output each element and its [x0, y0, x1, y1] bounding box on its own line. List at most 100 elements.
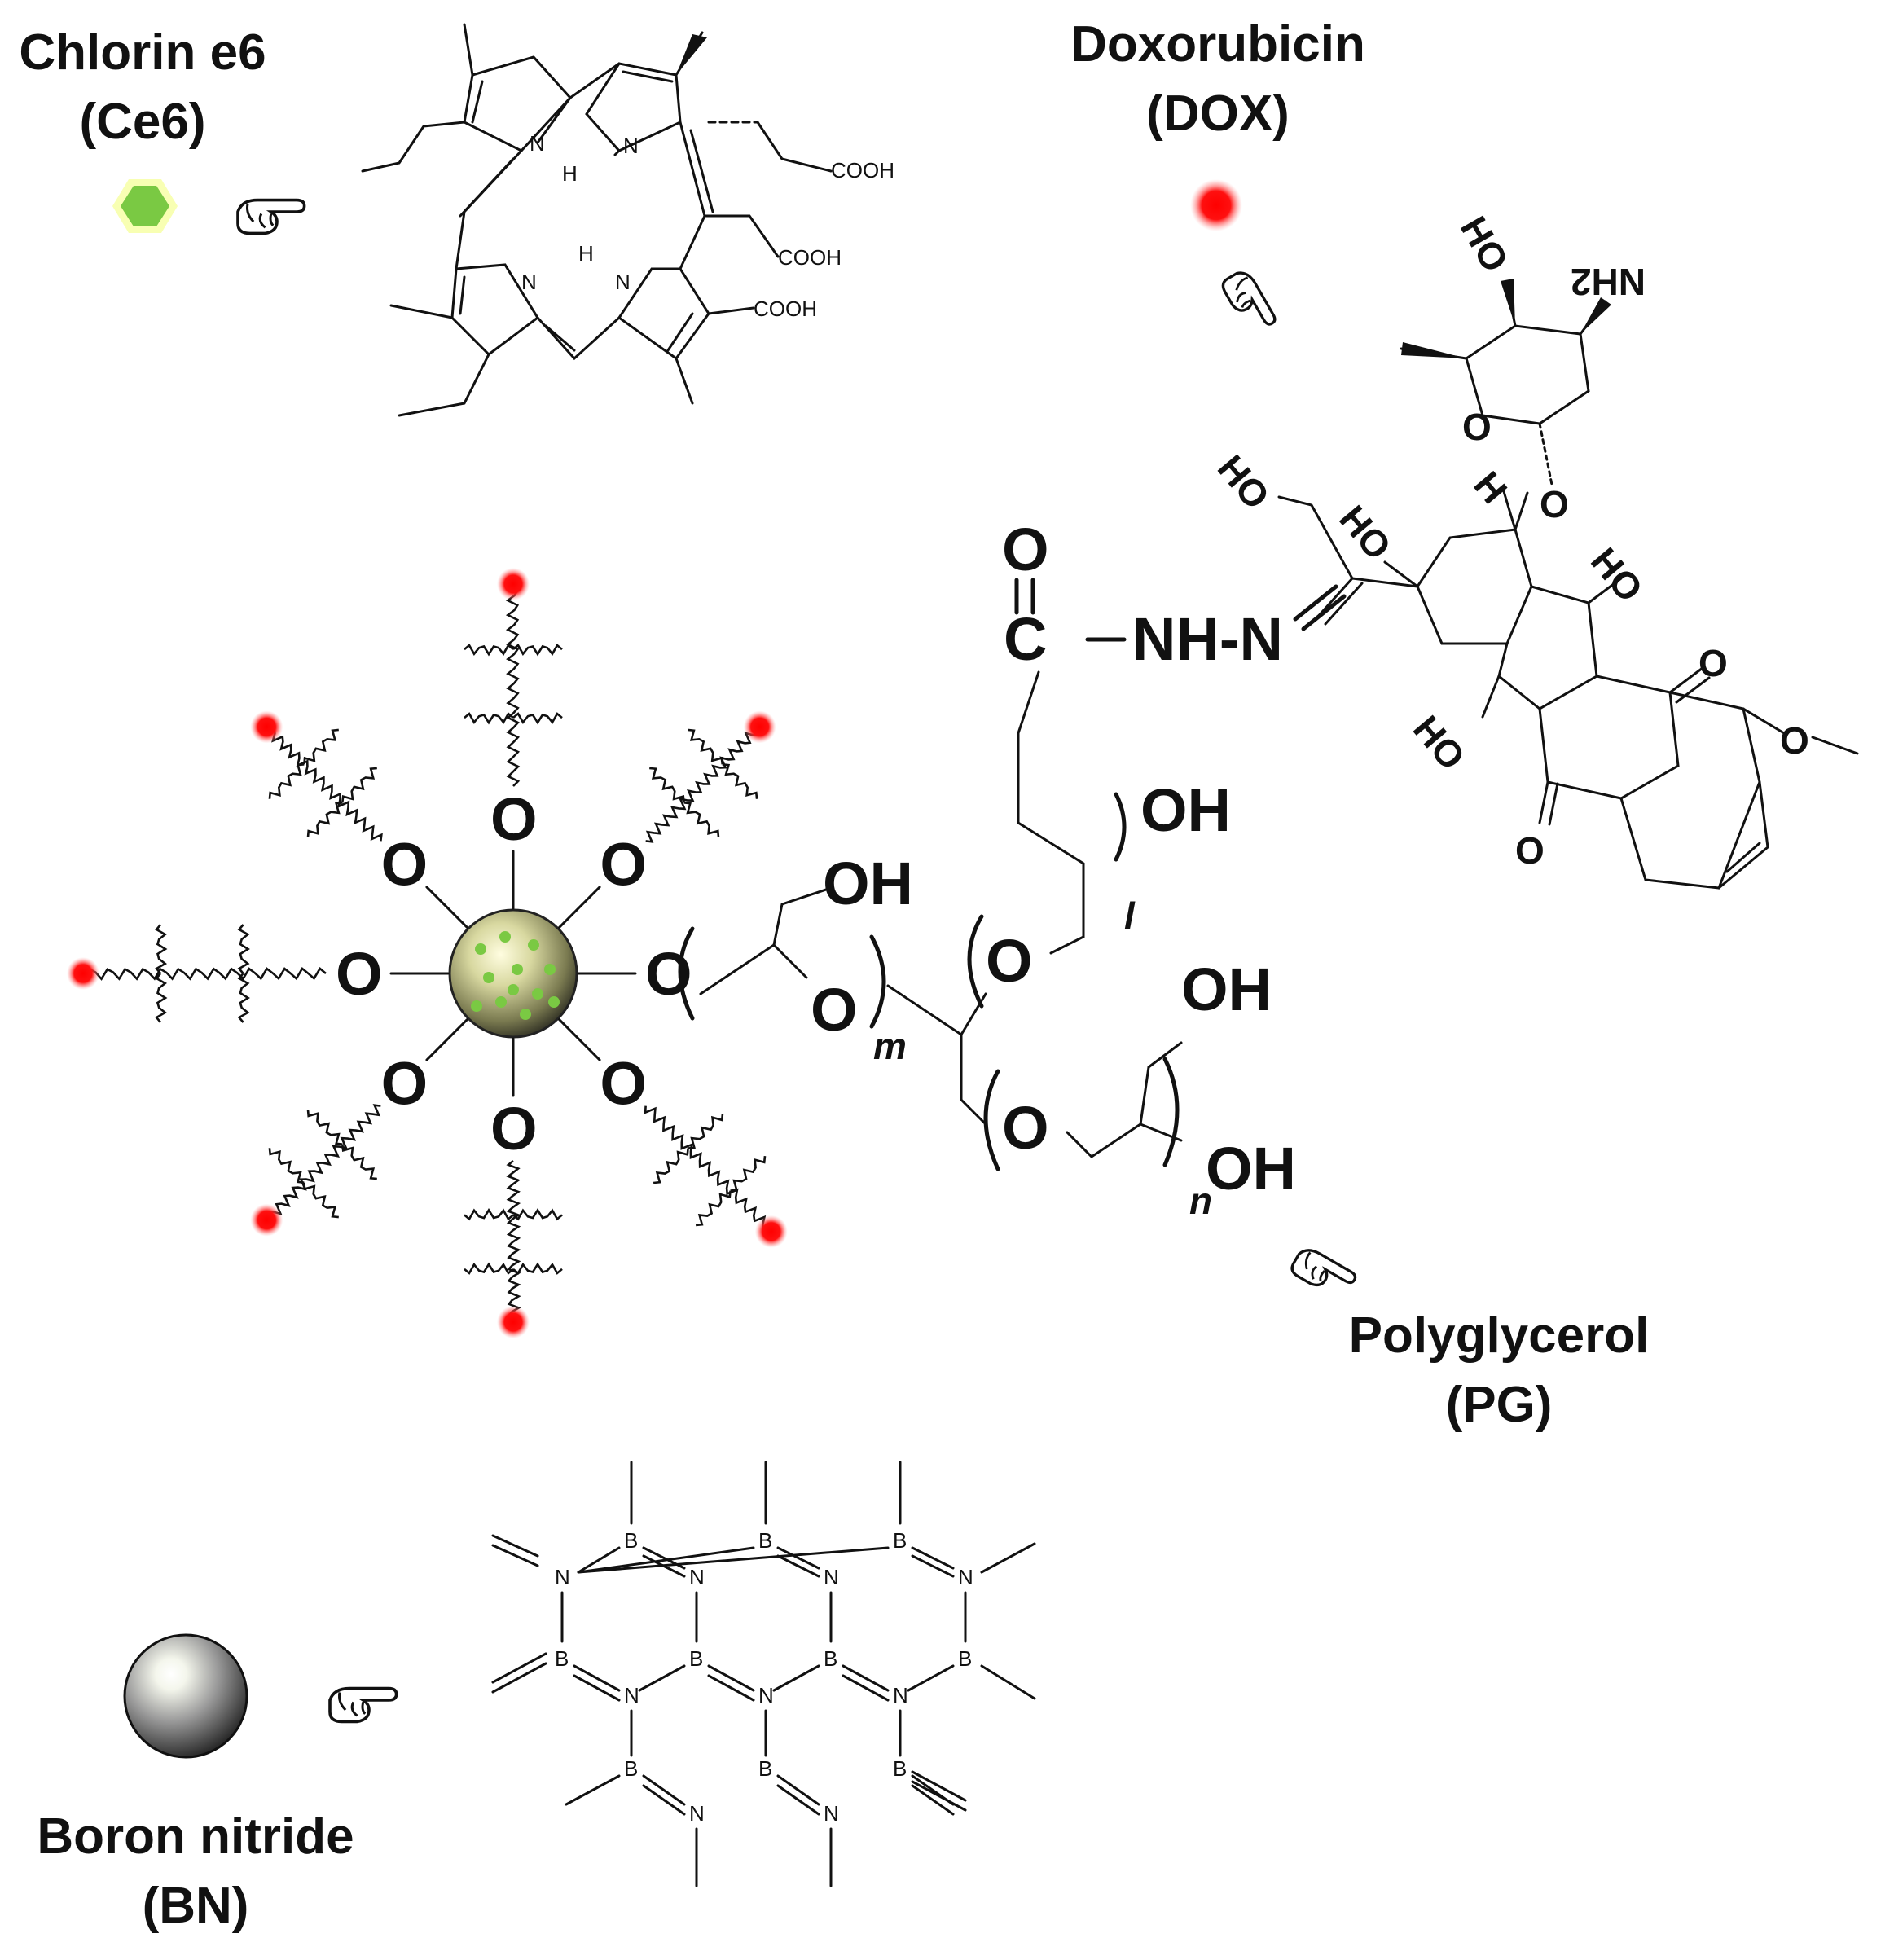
- ce6-dot: [544, 964, 556, 975]
- pointing-hand-icon: [236, 198, 306, 235]
- ce6-n4: N: [615, 270, 631, 294]
- surface-o: O: [381, 831, 428, 899]
- dox-dot: [67, 957, 99, 990]
- ce6-dot: [471, 1000, 482, 1012]
- pg-branch: [237, 924, 250, 974]
- bn-atom-b: B: [758, 1756, 772, 1781]
- sphere-icon: [123, 1633, 248, 1759]
- ce6-loaded-dots: [471, 931, 560, 1020]
- pg-branch: [155, 973, 168, 1023]
- linker-structure: O C NH-N OH l: [1002, 516, 1347, 955]
- bn-bond: [577, 1546, 890, 1574]
- bn-atom-b: B: [555, 1646, 569, 1671]
- bn-bond: [707, 1664, 755, 1692]
- core-bond: [558, 1018, 601, 1061]
- ce6-cooh1: COOH: [831, 158, 894, 182]
- pg-branch: [722, 763, 758, 799]
- pg-branch: [688, 728, 723, 765]
- pg-branch: [649, 767, 685, 803]
- pg-branch: [464, 712, 514, 725]
- pg-arm: [645, 732, 758, 843]
- bn-core: [448, 908, 578, 1039]
- dox-o-1: O: [1698, 642, 1728, 684]
- surface-o: O: [600, 1049, 647, 1117]
- pg-branch: [268, 1148, 305, 1184]
- ce6-abbr: (Ce6): [79, 94, 205, 150]
- hexagon-icon: [112, 179, 178, 233]
- bn-bond: [776, 1546, 820, 1570]
- ce6-dot: [499, 931, 511, 943]
- dox-glyco-o: O: [1540, 483, 1569, 525]
- bn-bond: [707, 1674, 755, 1702]
- pg-branch: [730, 1155, 767, 1192]
- pg-branch: [512, 1262, 563, 1275]
- dox-dot: [743, 710, 776, 744]
- bn-label: Boron nitride (BN): [37, 1808, 354, 1934]
- hydrazone-nhn: NH-N: [1132, 605, 1283, 673]
- pg-branch: [512, 644, 563, 657]
- bn-bond: [565, 1774, 621, 1806]
- ce6-cooh3: COOH: [754, 297, 817, 321]
- bn-bond: [911, 1770, 967, 1802]
- pg-oh-l: OH: [1140, 776, 1231, 844]
- bn-atom-b: B: [824, 1646, 837, 1671]
- dox-dot: [754, 1215, 788, 1248]
- pg-branch: [303, 1182, 339, 1219]
- dox-ho-2: HO: [1210, 446, 1278, 516]
- bn-bond: [776, 1784, 820, 1816]
- pg-branch: [512, 712, 563, 725]
- pg-branch: [695, 1190, 732, 1227]
- pointing-hand-icon: [1287, 1243, 1359, 1303]
- bn-atom-n: N: [893, 1683, 908, 1707]
- pg-branch: [683, 802, 720, 837]
- index-l: l: [1124, 894, 1136, 937]
- bn-atom-b: B: [758, 1528, 772, 1553]
- surface-o: O: [645, 940, 692, 1008]
- bn-abbr: (BN): [143, 1878, 249, 1934]
- ce6-dot: [475, 943, 486, 955]
- bn-bond: [642, 1774, 686, 1806]
- dox-name: Doxorubicin: [1070, 16, 1365, 73]
- core-bond: [425, 1018, 468, 1061]
- ce6-dot: [532, 988, 543, 1000]
- surface-o: O: [490, 785, 538, 853]
- core-bond: [558, 886, 601, 929]
- pg-arm: [268, 1104, 381, 1215]
- surface-o: O: [381, 1049, 428, 1117]
- pg-branch: [306, 1110, 343, 1145]
- dox-ome-o: O: [1780, 719, 1809, 762]
- pointing-hand-icon: [328, 1686, 398, 1724]
- index-n: n: [1189, 1180, 1212, 1222]
- pg-arm: [89, 967, 327, 981]
- bn-bond: [911, 1546, 955, 1570]
- bn-bond: [911, 1780, 967, 1812]
- bn-bond: [642, 1784, 686, 1816]
- bn-atom-b: B: [624, 1528, 638, 1553]
- ce6-dot: [512, 964, 523, 975]
- dox-nh2: NH2: [1571, 261, 1646, 303]
- bn-bond: [911, 1554, 955, 1578]
- bn-bond: [842, 1674, 890, 1702]
- bn-bond: [573, 1674, 621, 1702]
- bn-atom-n: N: [758, 1683, 774, 1707]
- pg-branch: [341, 767, 377, 803]
- bn-atom-b: B: [624, 1756, 638, 1781]
- dox-dot: [497, 568, 530, 600]
- ce6-dot: [528, 939, 539, 951]
- dox-label: Doxorubicin (DOX): [1070, 16, 1365, 142]
- surface-o: O: [336, 940, 383, 1008]
- bn-bond: [980, 1542, 1036, 1574]
- pg-branch: [464, 1208, 514, 1221]
- ce6-n2: N: [623, 134, 639, 158]
- dox-structure: HO NH2 O O H HO HO HO HO O O O: [1210, 209, 1859, 890]
- bn-bond: [842, 1664, 890, 1692]
- bn-atom-b: B: [958, 1646, 972, 1671]
- bn-atom-n: N: [624, 1683, 639, 1707]
- bn-bond: [907, 1664, 955, 1692]
- pg-arm: [506, 1159, 521, 1316]
- bn-bond: [573, 1664, 621, 1692]
- ce6-name: Chlorin e6: [19, 24, 266, 81]
- dox-sugar-ho: HO: [1452, 209, 1518, 279]
